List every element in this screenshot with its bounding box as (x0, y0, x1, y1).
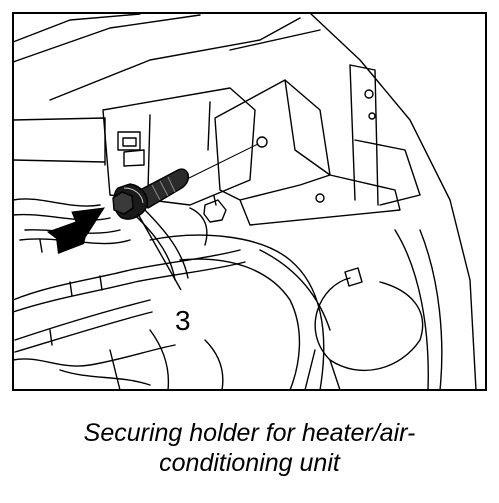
figure-caption: Securing holder for heater/air- conditio… (0, 418, 499, 478)
alignment-line (184, 143, 259, 181)
lower-left-detail (59, 329, 224, 391)
figure-frame (12, 12, 487, 391)
crossmember (12, 117, 106, 166)
caption-line-2: conditioning unit (159, 449, 340, 477)
callout-leader (137, 213, 182, 291)
wiring-harness-lower (12, 249, 246, 367)
insertion-arrow-shadow-icon (56, 228, 86, 254)
bracket-hole (315, 193, 325, 203)
bracket-slot (117, 131, 141, 151)
insertion-arrow-icon (46, 207, 105, 239)
bolt-thread-lines (151, 176, 176, 201)
wiring-strand (304, 349, 341, 391)
callout-label-3: 3 (175, 305, 191, 336)
upper-panel-outline (12, 13, 321, 101)
holder-bolt-hole (256, 136, 268, 148)
holder-plate (214, 79, 401, 226)
pillar-hole-lower (368, 112, 376, 120)
retaining-clip (203, 195, 227, 223)
bolt-highlight (123, 187, 144, 204)
heater-unit-housing (149, 234, 331, 391)
wiring-harness-upper (12, 198, 131, 245)
mounting-bracket-left (102, 87, 256, 206)
wiring-loop-right (314, 277, 424, 372)
bracket-tab (123, 149, 145, 167)
bolt-head (112, 191, 134, 215)
right-curved-panel (394, 229, 443, 391)
a-pillar (309, 12, 477, 391)
bolt (112, 168, 190, 220)
pillar-hole-upper (364, 89, 374, 99)
pillar-brace (354, 139, 421, 206)
wiring-connector-right (344, 267, 363, 287)
harness-ties (39, 239, 103, 346)
caption-line-1: Securing holder for heater/air- (83, 419, 416, 447)
